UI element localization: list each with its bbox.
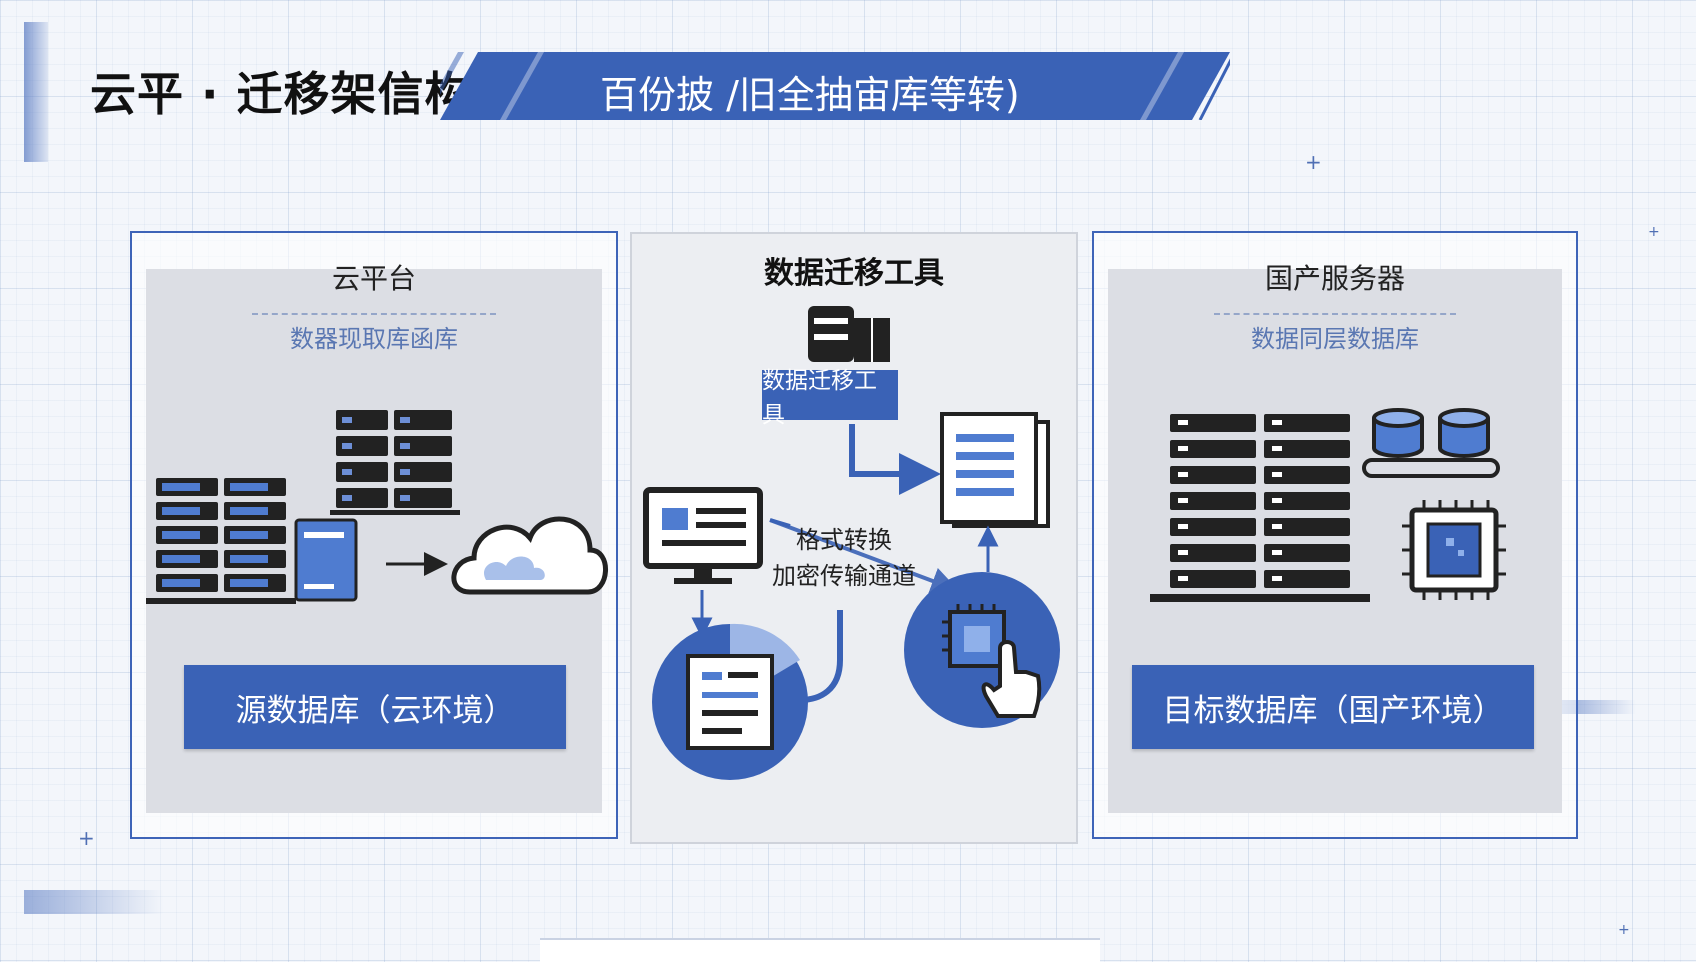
database-icon [808,306,890,362]
connector-icon [799,610,843,703]
target-database-button[interactable]: 目标数据库（国产环境） [1132,665,1534,749]
decor-plus-icon: + [1305,150,1322,174]
monitor-icon [643,487,763,584]
encrypted-channel-text: 加密传输通道 [772,562,916,590]
arrow-icon [849,424,941,495]
tool-panel-title: 数据迁移工具 [764,256,944,291]
decor-bottom-bar [540,938,1100,962]
target-panel-title: 国产服务器 [1264,262,1405,295]
tool-label: 数据迁移工具 [762,368,898,428]
decor-plus-icon: + [1648,224,1660,240]
source-panel-subtitle: 数器现取库函库 [132,313,616,354]
format-conversion-text: 格式转换 [796,526,892,554]
server-rack-icon [330,410,460,515]
decor-strip-left [24,22,48,162]
server-rack-icon [146,478,296,604]
title-banner [440,52,1230,120]
conversion-label: 格式转换 加密传输通道 [744,522,944,594]
page-title: 云平 · 迁移架信构 [90,67,472,121]
transfer-arrow-tail [769,518,791,528]
source-panel-title: 云平台 [331,262,416,295]
cpu-chip-icon [1402,500,1506,600]
document-circle-icon [652,623,808,780]
banner-text: 百份披 /旧全抽宙库等转) [600,73,1020,117]
server-box-icon [294,518,358,602]
decor-plus-icon: + [1618,922,1630,938]
cloud-icon [451,516,608,595]
target-panel-subtitle: 数据同层数据库 [1094,313,1576,354]
decor-plus-icon: + [78,826,95,850]
server-rack-icon [1150,414,1370,602]
source-database-button[interactable]: 源数据库（云环境） [184,665,566,749]
chip-hand-icon [904,572,1060,728]
decor-strip-bottom [24,890,164,914]
database-cylinders-icon [1362,408,1500,478]
transfer-arrow-icon [769,518,960,595]
document-icon [940,412,1050,528]
